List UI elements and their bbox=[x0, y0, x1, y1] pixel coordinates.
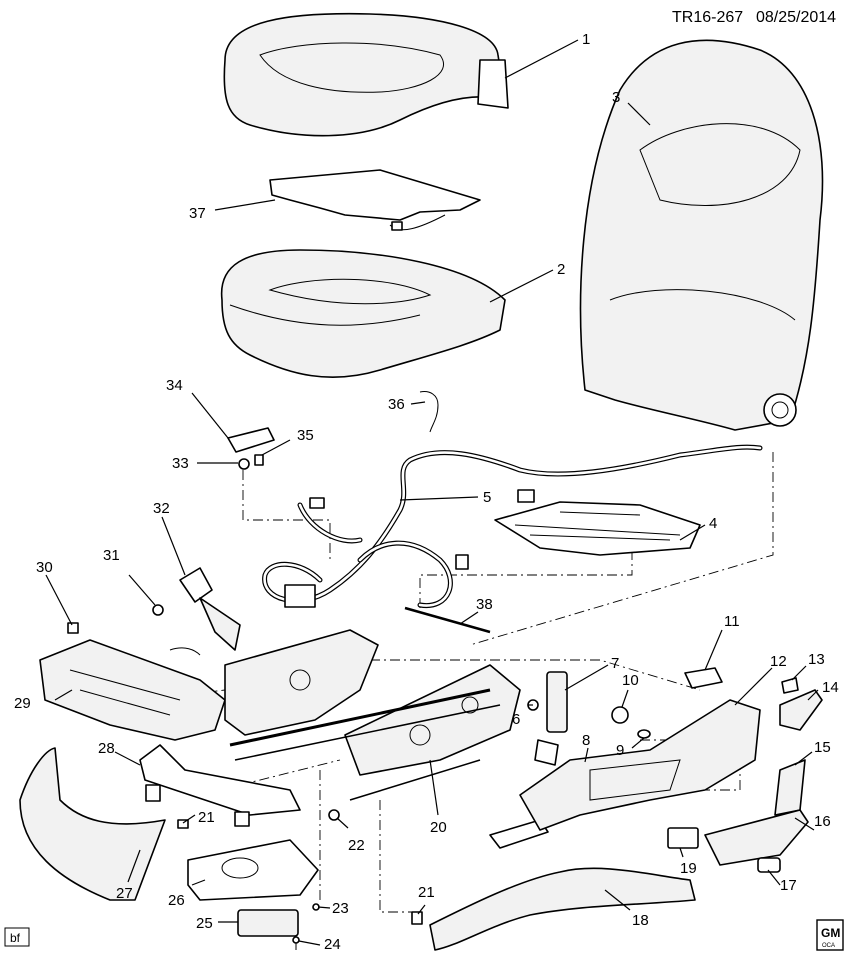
seat-control-module bbox=[237, 909, 299, 937]
gm-logo: GM OCA bbox=[816, 919, 844, 951]
callout-31: 31 bbox=[103, 547, 120, 564]
callout-27: 27 bbox=[116, 885, 133, 902]
wiring-harness bbox=[262, 444, 763, 608]
callout-18: 18 bbox=[632, 912, 649, 929]
support-rod bbox=[404, 606, 491, 634]
callout-labels: 1 2 3 4 5 6 7 8 9 10 11 12 13 14 15 16 1… bbox=[14, 31, 839, 953]
callout-19: 19 bbox=[680, 860, 697, 877]
seat-inner-trim bbox=[39, 639, 226, 741]
harness-cover-bracket bbox=[227, 427, 275, 470]
seat-adjuster-frame bbox=[224, 629, 521, 801]
outer-lower-trim bbox=[429, 867, 696, 951]
seat-cushion-cover bbox=[223, 12, 509, 137]
callout-2: 2 bbox=[557, 261, 565, 278]
module-mounting-tray bbox=[187, 839, 319, 901]
callout-9: 9 bbox=[616, 742, 624, 759]
seat-belt-buckle bbox=[179, 567, 241, 651]
shield-bolt bbox=[67, 622, 79, 634]
buckle-bolt bbox=[152, 604, 201, 656]
callout-32: 32 bbox=[153, 500, 170, 517]
seat-cushion-pad bbox=[220, 249, 506, 379]
callout-8: 8 bbox=[582, 732, 590, 749]
callout-12: 12 bbox=[770, 653, 787, 670]
logo-top: GM bbox=[821, 926, 840, 940]
inner-bracket bbox=[139, 744, 301, 827]
corner-label-box: bf bbox=[4, 927, 30, 947]
callout-13: 13 bbox=[808, 651, 825, 668]
callout-4: 4 bbox=[709, 515, 717, 532]
callout-23: 23 bbox=[332, 900, 349, 917]
callout-1: 1 bbox=[582, 31, 590, 48]
callout-29: 29 bbox=[14, 695, 31, 712]
callout-24: 24 bbox=[324, 936, 341, 953]
callout-26: 26 bbox=[168, 892, 185, 909]
diagram-ref: TR16-267 bbox=[672, 9, 743, 26]
switch-knob bbox=[757, 857, 781, 873]
small-fasteners-left bbox=[177, 809, 423, 925]
seat-outer-shield bbox=[519, 699, 761, 831]
callout-16: 16 bbox=[814, 813, 831, 830]
callout-20: 20 bbox=[430, 819, 447, 836]
trim-cap bbox=[684, 667, 723, 689]
seat-back bbox=[579, 39, 824, 431]
logo-bottom: OCA bbox=[822, 943, 835, 949]
switch-trim-cover bbox=[774, 759, 806, 816]
callout-15: 15 bbox=[814, 739, 831, 756]
callout-30: 30 bbox=[36, 559, 53, 576]
diagram-date: 08/25/2014 bbox=[756, 9, 836, 26]
callout-36: 36 bbox=[388, 396, 405, 413]
callout-25: 25 bbox=[196, 915, 213, 932]
callout-21a: 21 bbox=[198, 809, 215, 826]
callout-21b: 21 bbox=[418, 884, 435, 901]
callout-17: 17 bbox=[780, 877, 797, 894]
callout-11: 11 bbox=[724, 613, 740, 630]
callout-28: 28 bbox=[98, 740, 115, 757]
callout-10: 10 bbox=[622, 672, 639, 689]
module-screws bbox=[292, 903, 320, 950]
corner-label: bf bbox=[10, 931, 21, 945]
leader-lines bbox=[45, 39, 819, 946]
callout-34: 34 bbox=[166, 377, 183, 394]
adjuster-switch-bezel bbox=[704, 809, 809, 866]
inner-finisher-panel bbox=[19, 747, 166, 901]
callout-33: 33 bbox=[172, 455, 189, 472]
callout-22: 22 bbox=[348, 837, 365, 854]
callout-7: 7 bbox=[611, 655, 619, 672]
callout-5: 5 bbox=[483, 489, 491, 506]
callout-35: 35 bbox=[297, 427, 314, 444]
callout-6: 6 bbox=[512, 711, 520, 728]
callout-3: 3 bbox=[612, 89, 620, 106]
seat-adjuster-switch bbox=[667, 827, 699, 849]
cushion-heater-pad bbox=[269, 169, 481, 231]
callout-14: 14 bbox=[822, 679, 839, 696]
cushion-suspension bbox=[494, 501, 701, 556]
callout-37: 37 bbox=[189, 205, 206, 222]
wire-clip bbox=[419, 391, 439, 433]
side-seat-belt-buckle bbox=[489, 671, 568, 849]
callout-38: 38 bbox=[476, 596, 493, 613]
recliner-handle bbox=[779, 677, 823, 731]
